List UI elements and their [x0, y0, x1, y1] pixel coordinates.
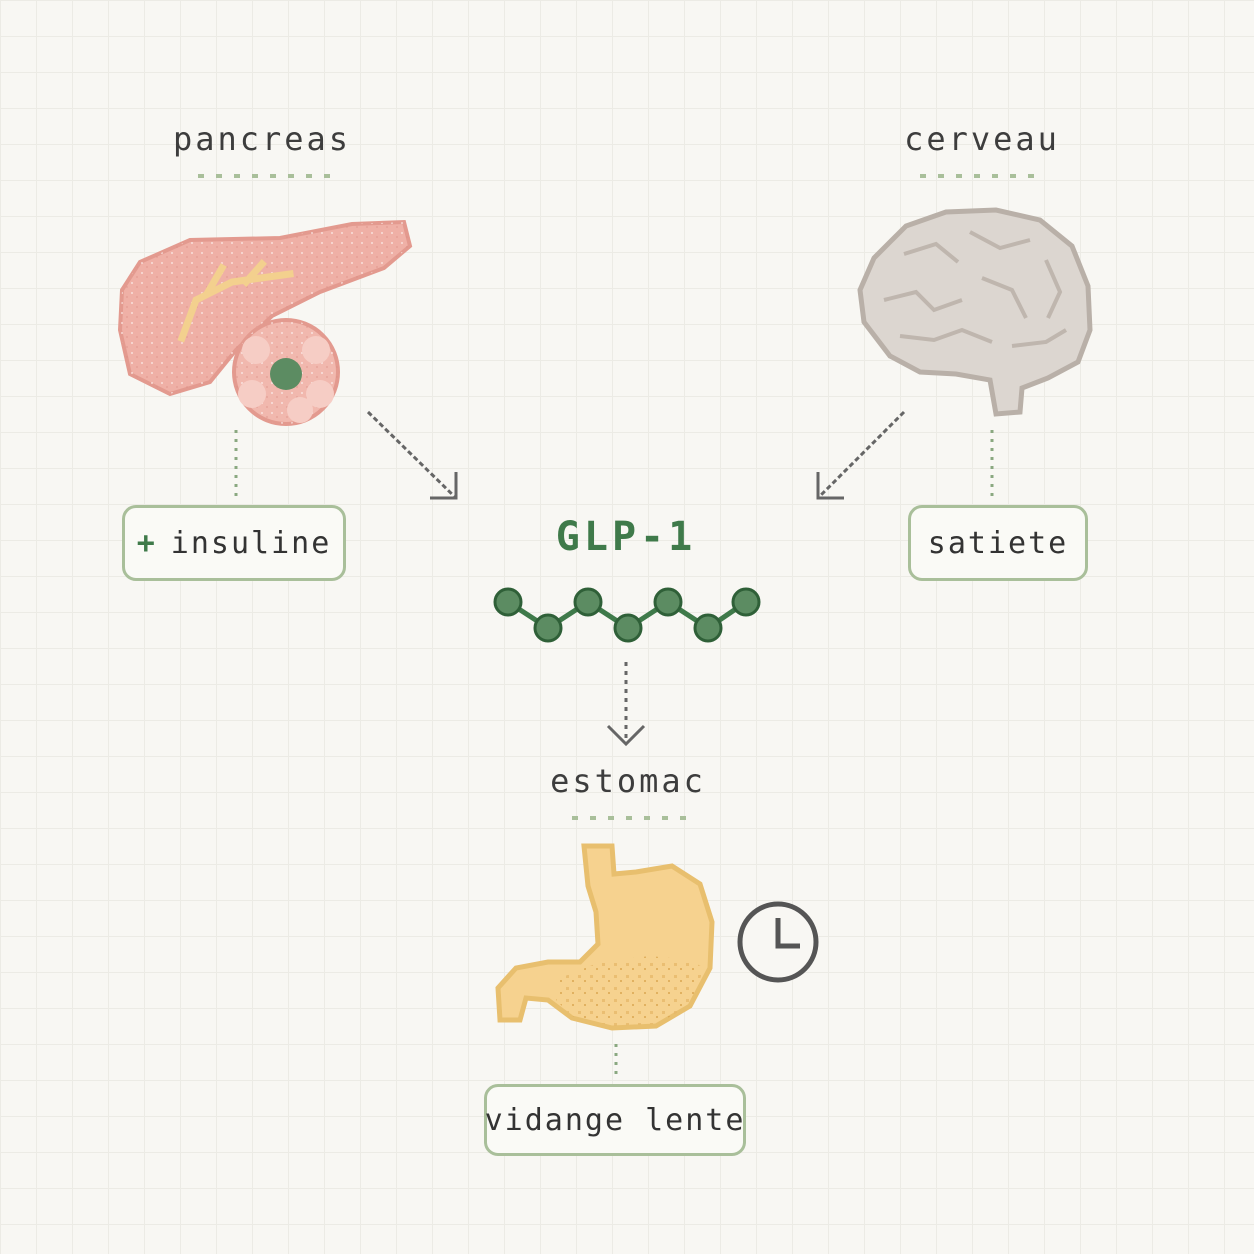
brain-icon: [857, 207, 1093, 417]
stomach-icon: [495, 843, 715, 1031]
peptide-chain-icon: [493, 587, 761, 643]
insulin-effect-box: + insuline: [122, 505, 346, 581]
stomach-label-underline: [572, 816, 686, 820]
pancreas-icon: [117, 219, 413, 426]
brain-to-glp1-arrow-icon: [816, 410, 906, 500]
glp1-title: GLP-1: [555, 514, 697, 560]
brain-label-underline: [920, 174, 1034, 178]
clock-icon: [737, 901, 819, 983]
satiety-effect-label: satiete: [927, 525, 1069, 561]
satiety-effect-box: satiete: [908, 505, 1088, 581]
slow-emptying-effect-label: vidange lente: [484, 1102, 746, 1138]
stomach-label: estomac: [550, 762, 706, 800]
pancreas-to-glp1-arrow-icon: [366, 410, 458, 500]
slow-emptying-effect-box: vidange lente: [484, 1084, 746, 1156]
brain-label: cerveau: [904, 120, 1060, 158]
pancreas-label: pancreas: [172, 120, 352, 158]
pancreas-label-underline: [198, 174, 330, 178]
glp1-to-stomach-arrow-icon: [606, 662, 646, 747]
insulin-effect-label: insuline: [170, 525, 332, 561]
plus-icon: +: [136, 525, 157, 561]
